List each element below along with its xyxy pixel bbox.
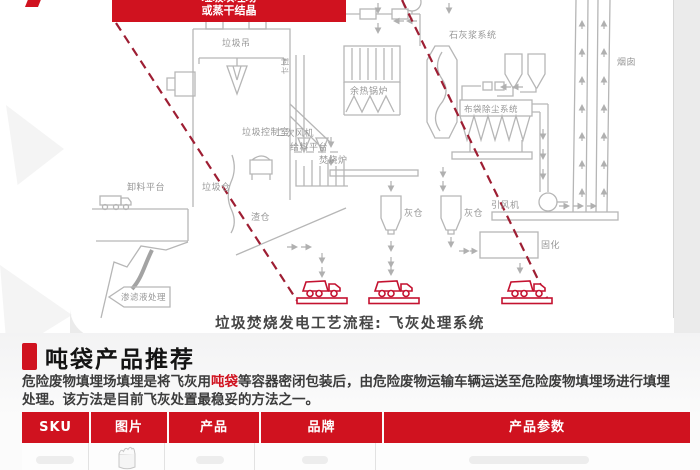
ton-bag-image (118, 446, 135, 470)
landfill-banner: 垃圾填埋场 或蒸干结晶 (112, 0, 346, 22)
row-params-cell (376, 443, 682, 470)
row-image-cell (89, 443, 165, 470)
table-row (22, 443, 690, 470)
label-lime-slurry-system: 石灰浆系统 (449, 31, 497, 41)
banner-line1: 垃圾填埋场 (112, 0, 346, 5)
label-induced-draft-fan: 引风机 (491, 201, 520, 211)
hazardous-waste-trucks (296, 280, 553, 305)
desc-before: 危险废物填埋场填埋是将飞灰用 (22, 374, 211, 390)
label-solidification: 固化 (541, 241, 561, 251)
section-bullet (22, 343, 37, 370)
label-control-room: 垃圾控制室 (242, 128, 290, 138)
label-unloading-platform: 卸料平台 (127, 183, 166, 193)
row-brand-cell (255, 443, 376, 470)
label-ash-silo-1: 灰仓 (404, 209, 424, 219)
label-hopper: 料斗 (280, 58, 289, 75)
label-leachate-treatment: 渗滤液处理 (121, 293, 167, 303)
table-header-image: 图片 (91, 412, 167, 443)
product-table: SKU 图片 产品 品牌 产品参数 (22, 412, 690, 470)
desc-highlight: 吨袋 (211, 374, 238, 390)
row-product-cell (165, 443, 255, 470)
table-header-sku: SKU (22, 412, 89, 443)
page-margin-right (674, 0, 700, 336)
label-chimney: 烟囱 (617, 58, 637, 68)
table-header-params: 产品参数 (384, 412, 690, 443)
process-flow-diagram (92, 0, 619, 319)
label-bag-filter-system: 布袋除尘系统 (464, 105, 519, 115)
label-slag-bunker: 渣仓 (251, 213, 271, 223)
section-description: 危险废物填埋场填埋是将飞灰用吨袋等容器密闭包装后，由危险废物运输车辆运送至危险废… (22, 374, 677, 409)
diagram-caption: 垃圾焚烧发电工艺流程: 飞灰处理系统 (215, 316, 485, 332)
table-header-row: SKU 图片 产品 品牌 产品参数 (22, 412, 690, 443)
section-title: 吨袋产品推荐 (45, 347, 195, 373)
card-right-edge (673, 0, 674, 318)
label-ash-silo-2: 灰仓 (464, 209, 484, 219)
row-sku-cell (22, 443, 89, 470)
desc-after: 等容器密闭包装后，由危险废物运输车辆运送至危险废物填埋场进行填埋处理。该方法是目… (22, 374, 670, 408)
label-garbage-crane: 垃圾吊 (222, 39, 251, 49)
label-secondary-fan: 二次风机 (276, 129, 315, 139)
plant-linework (92, 0, 619, 319)
table-header-product: 产品 (169, 412, 259, 443)
label-incinerator: 焚烧炉 (319, 156, 348, 166)
label-feeding-platform: 给料平台 (290, 143, 329, 153)
label-waste-heat-boiler: 余热锅炉 (350, 87, 389, 97)
label-garbage-bunker: 垃圾仓 (202, 183, 231, 193)
table-header-brand: 品牌 (261, 412, 382, 443)
banner-line2: 或蒸干结晶 (201, 3, 257, 17)
red-dashed-routes (115, 0, 550, 303)
